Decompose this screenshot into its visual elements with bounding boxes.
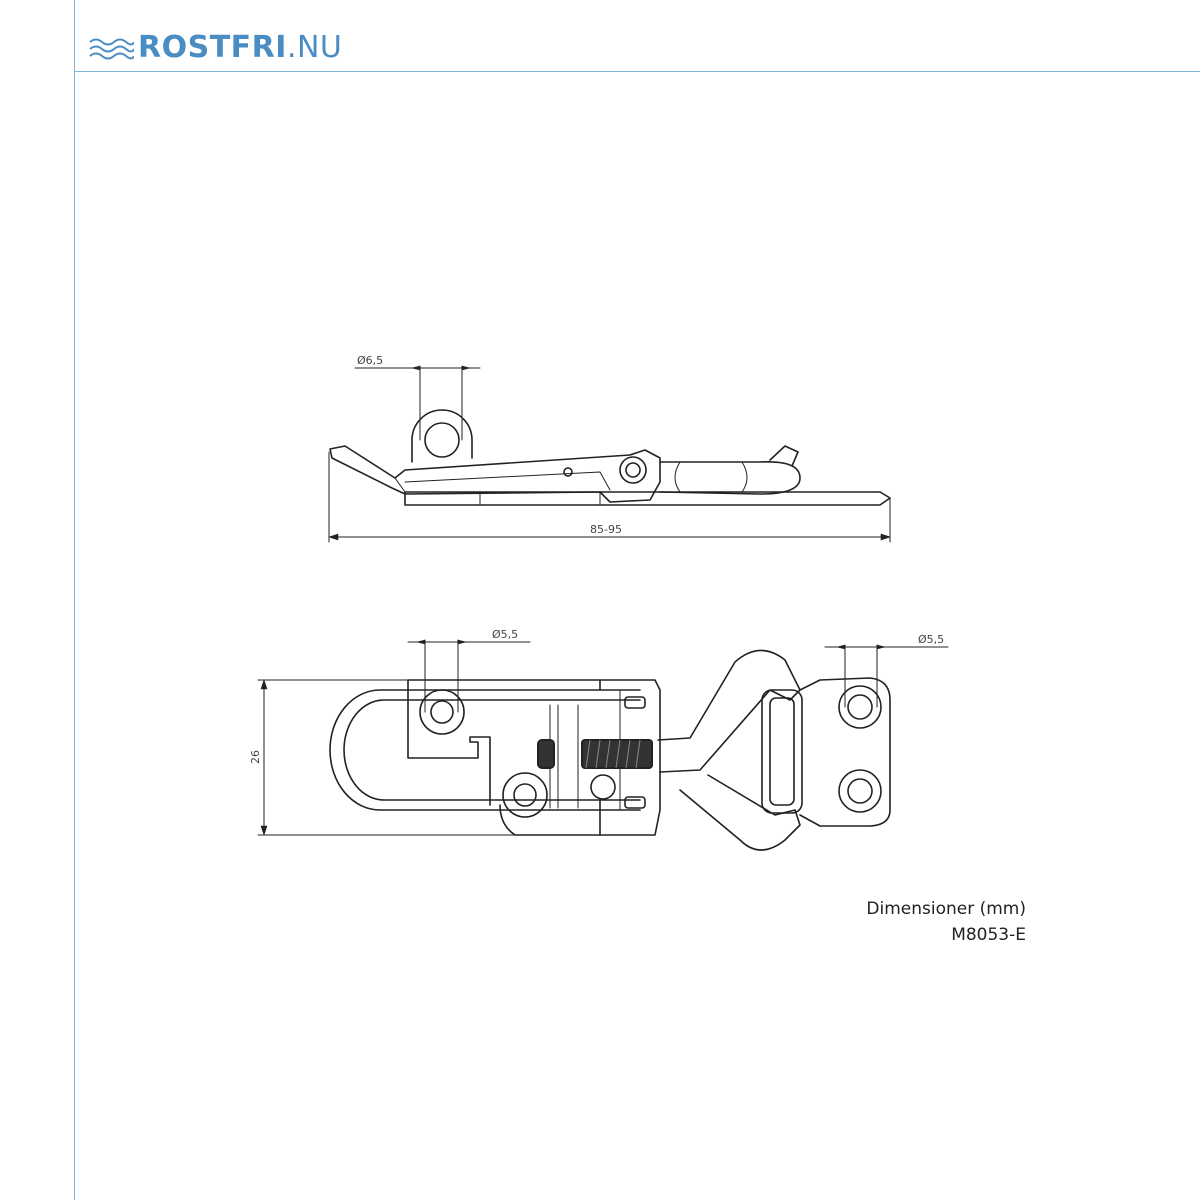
caption-model-number: M8053-E xyxy=(951,925,1026,945)
caption-units: Dimensioner (mm) xyxy=(866,899,1026,919)
top-width-dimension: 26 xyxy=(249,750,262,764)
vertical-rule xyxy=(74,0,75,1200)
side-length-dimension: 85-95 xyxy=(590,523,622,536)
side-view xyxy=(328,365,891,543)
waves-icon xyxy=(89,38,134,60)
brand-name-suffix: .NU xyxy=(286,30,343,65)
brand-logo[interactable]: ROSTFRI.NU xyxy=(88,28,342,68)
top-left-hole-dimension: Ø5,5 xyxy=(492,628,518,641)
brand-name-bold: ROSTFRI xyxy=(138,30,287,65)
top-right-hole-dimension: Ø5,5 xyxy=(918,633,944,646)
brand-name: ROSTFRI.NU xyxy=(138,33,342,63)
top-view xyxy=(257,639,949,851)
caption-block: Dimensioner (mm) M8053-E xyxy=(866,896,1026,948)
side-hole-dimension: Ø6,5 xyxy=(357,354,383,367)
header-rule xyxy=(74,71,1200,72)
spring-threads xyxy=(537,739,653,769)
